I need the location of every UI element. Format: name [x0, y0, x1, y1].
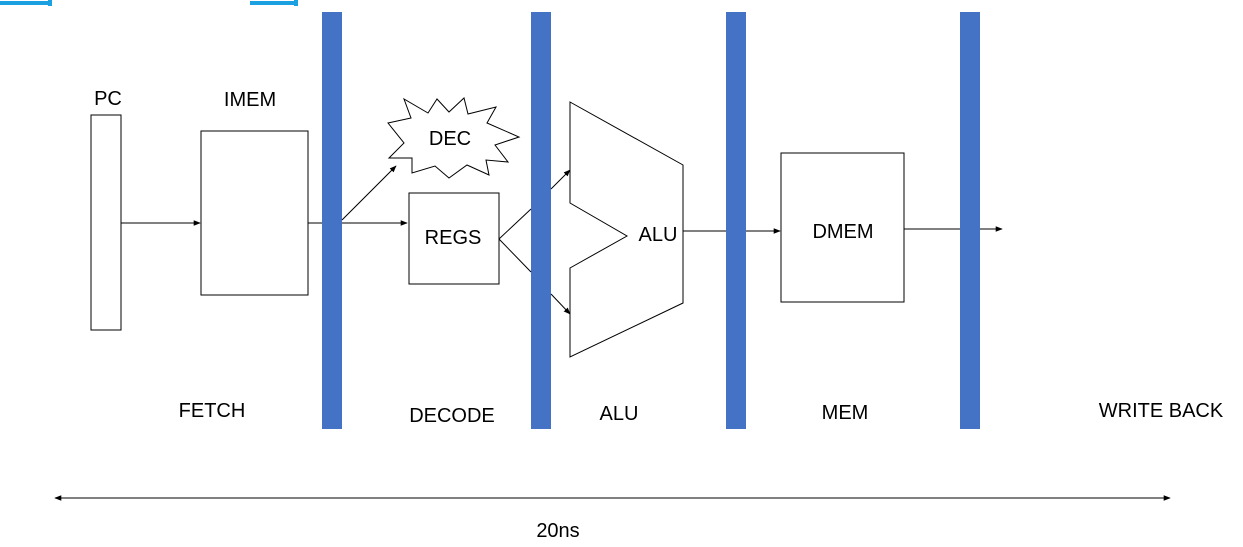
stage-label-fetch: FETCH [179, 400, 246, 422]
dmem-label: DMEM [812, 221, 873, 243]
pipeline-register-decode-alu [531, 12, 551, 429]
register-to-decoder-wire [341, 165, 397, 221]
imem-block [200, 130, 309, 296]
imem-label: IMEM [224, 89, 276, 111]
decoder-starburst [387, 97, 521, 179]
register-to-alu-input-a-wire [550, 169, 571, 190]
regs-label: REGS [425, 227, 482, 249]
regs-to-register-upper-wire [498, 208, 532, 240]
latency-label: 20ns [536, 520, 579, 542]
pc-block [90, 114, 122, 331]
pipeline-register-mem-writeback [960, 12, 980, 429]
register-to-alu-input-b-wire [550, 293, 571, 315]
pipeline-register-fetch-decode [322, 12, 342, 429]
alu-label: ALU [639, 224, 678, 246]
stage-label-alu: ALU [600, 403, 639, 425]
pipeline-register-alu-mem [726, 12, 746, 429]
stage-label-decode: DECODE [409, 405, 495, 427]
regs-block [408, 192, 500, 285]
header-accent [0, 0, 298, 6]
pc-label: PC [94, 88, 122, 110]
stage-label-write-back: WRITE BACK [1099, 400, 1224, 422]
stage-label-mem: MEM [822, 402, 869, 424]
dmem-block [780, 152, 905, 303]
alu-shape [569, 101, 684, 358]
regs-to-register-lower-wire [498, 238, 532, 273]
decoder-label: DEC [429, 128, 471, 150]
